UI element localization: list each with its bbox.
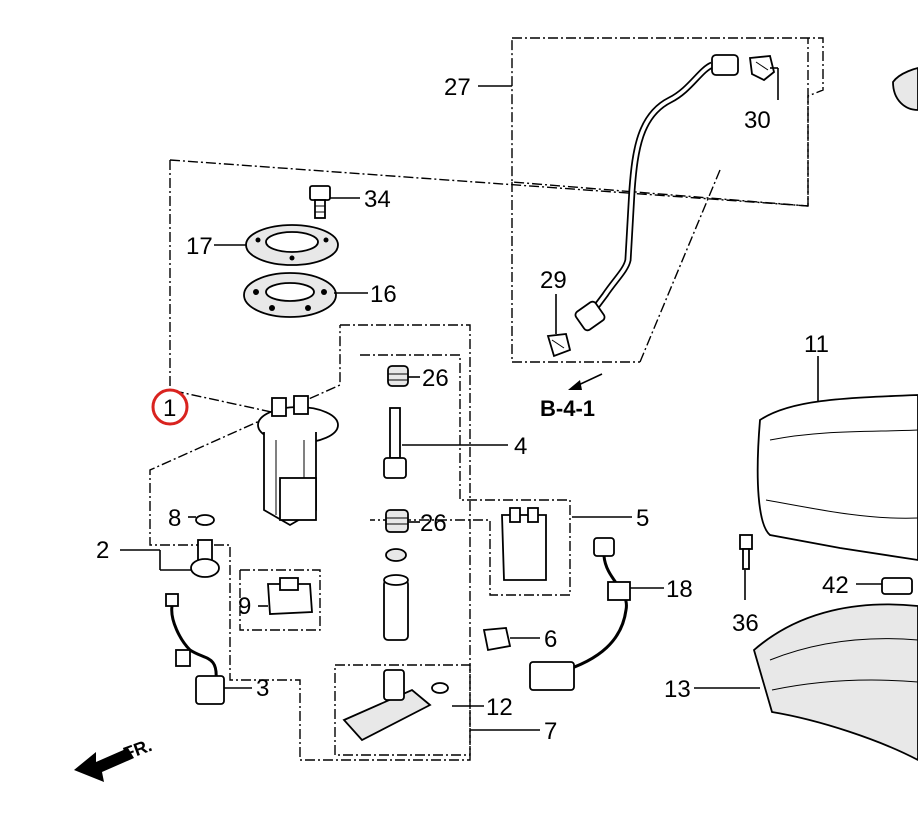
front-direction-arrow: FR. — [74, 735, 155, 782]
callout-9: 9 — [238, 593, 251, 620]
callout-27: 27 — [444, 74, 471, 101]
callout-8: 8 — [168, 505, 181, 532]
washer-8 — [195, 514, 215, 526]
reference-label: B-4-1 — [540, 396, 595, 421]
seal-ring — [385, 548, 407, 562]
harness-3 — [165, 593, 225, 705]
callout-34: 34 — [364, 186, 391, 213]
callout-29: 29 — [540, 267, 567, 294]
callout-18: 18 — [666, 576, 693, 603]
callout-3: 3 — [256, 675, 269, 702]
callout-42: 42 — [822, 572, 849, 599]
callout-30: 30 — [744, 107, 771, 134]
nut-42 — [881, 577, 913, 595]
callout-17: 17 — [186, 233, 213, 260]
callout-13: 13 — [664, 676, 691, 703]
fuel-pump-module-1 — [257, 395, 339, 527]
callout-labels: 1 2 3 4 5 6 7 8 9 11 12 13 16 17 18 26 2… — [96, 74, 849, 745]
callout-2: 2 — [96, 537, 109, 564]
fuel-tank-11 — [756, 394, 918, 561]
clip-29 — [546, 333, 572, 358]
tank-shield-13 — [752, 603, 918, 762]
strainer-12 — [342, 669, 449, 742]
pressure-regulator-4 — [383, 407, 407, 479]
callout-36: 36 — [732, 610, 759, 637]
callout-26-top: 26 — [422, 365, 449, 392]
callout-12: 12 — [486, 694, 513, 721]
partial-component — [892, 67, 918, 111]
grommet-26-top — [387, 365, 409, 387]
callout-7: 7 — [544, 718, 557, 745]
callout-4: 4 — [514, 433, 527, 460]
bolt-34 — [309, 185, 331, 219]
fuel-pump-core — [383, 574, 409, 641]
clip-30 — [748, 55, 776, 82]
assembly-outlines — [149, 37, 824, 761]
callout-16: 16 — [370, 281, 397, 308]
callout-11: 11 — [804, 331, 829, 358]
holder-9 — [267, 577, 313, 615]
fuel-filter-5 — [501, 507, 547, 581]
bolt-36 — [739, 534, 753, 570]
leader-lines — [120, 67, 882, 731]
grommet-26-bottom — [385, 509, 409, 533]
front-direction-label: FR. — [121, 735, 155, 764]
lock-plate-16 — [243, 272, 337, 318]
harness-18 — [529, 537, 631, 691]
fuel-feed-pipe — [574, 54, 739, 332]
lock-ring-17 — [245, 224, 339, 266]
callout-1: 1 — [163, 395, 176, 422]
callout-5: 5 — [636, 505, 649, 532]
clip-6 — [482, 627, 512, 652]
bolt-2 — [190, 539, 220, 578]
reference-arrow — [568, 373, 603, 390]
highlight-circle — [151, 388, 189, 426]
callout-6: 6 — [544, 626, 557, 653]
callout-26-bottom: 26 — [420, 510, 447, 537]
